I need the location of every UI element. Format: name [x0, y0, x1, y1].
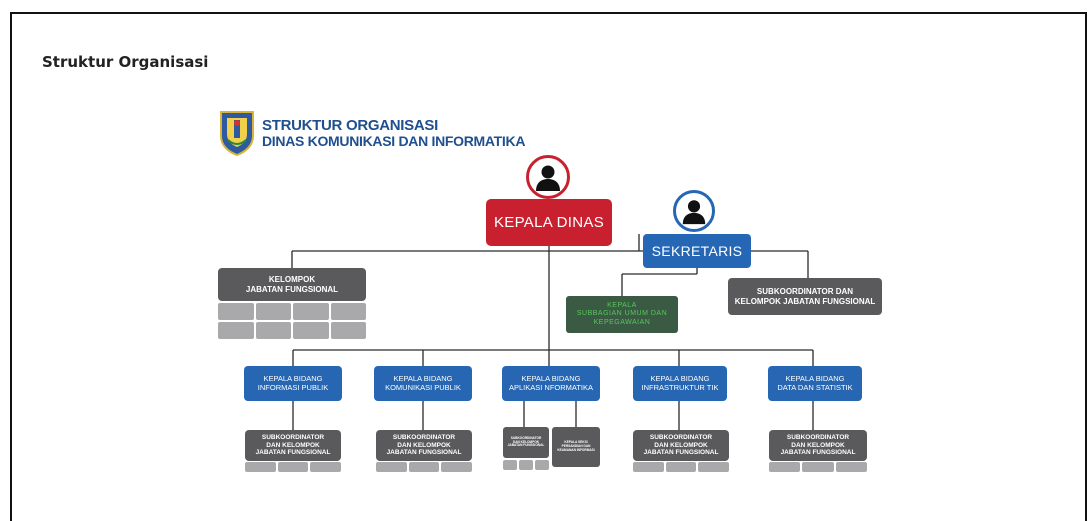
- node-bidang-komunikasi-publik: KEPALA BIDANG KOMUNIKASI PUBLIK: [374, 366, 472, 401]
- node-bidang-infrastruktur-tik: KEPALA BIDANG INFRASTRUKTUR TIK: [633, 366, 727, 401]
- node-kelompok-jabatan-fungsional: KELOMPOK JABATAN FUNGSIONAL: [218, 268, 366, 301]
- chart-header-line1: STRUKTUR ORGANISASI: [262, 117, 438, 134]
- subkoor-aptika-slots: [503, 460, 549, 470]
- east-java-coat-of-arms-icon: [219, 110, 255, 157]
- chart-header-line2: DINAS KOMUNIKASI DAN INFORMATIKA: [262, 133, 526, 149]
- jabfung-slots: [218, 303, 366, 339]
- subkoor-infra-slots: [633, 462, 729, 472]
- node-sekretaris: SEKRETARIS: [643, 234, 751, 268]
- node-subkoordinator-data: SUBKOORDINATOR DAN KELOMPOK JABATAN FUNG…: [769, 430, 867, 461]
- node-kepala-seksi-persandian: KEPALA SEKSI PERSANDIAN DAN KEAMANAN INF…: [552, 427, 600, 467]
- node-kepala-dinas: KEPALA DINAS: [486, 199, 612, 246]
- user-avatar-icon: [526, 155, 570, 199]
- user-avatar-icon: [673, 190, 715, 232]
- node-subkoordinator-aptika: SUBKOORDINATOR DAN KELOMPOK JABATAN FUNG…: [503, 427, 549, 458]
- node-kepala-subbagian-umum: KEPALA SUBBAGIAN UMUM DAN KEPEGAWAIAN: [566, 296, 678, 333]
- node-bidang-informasi-publik: KEPALA BIDANG INFORMASI PUBLIK: [244, 366, 342, 401]
- node-subkoordinator-kp: SUBKOORDINATOR DAN KELOMPOK JABATAN FUNG…: [376, 430, 472, 461]
- node-bidang-data-statistik: KEPALA BIDANG DATA DAN STATISTIK: [768, 366, 862, 401]
- page-title: Struktur Organisasi: [42, 53, 209, 71]
- node-subkoordinator-ikp: SUBKOORDINATOR DAN KELOMPOK JABATAN FUNG…: [245, 430, 341, 461]
- node-bidang-aplikasi-informatika: KEPALA BIDANG APLIKASI NFORMATIKA: [502, 366, 600, 401]
- node-sekretariat-subkoordinator: SUBKOORDINATOR DAN KELOMPOK JABATAN FUNG…: [728, 278, 882, 315]
- subkoor-kp-slots: [376, 462, 472, 472]
- subkoor-ikp-slots: [245, 462, 341, 472]
- subkoor-data-slots: [769, 462, 867, 472]
- node-subkoordinator-infra: SUBKOORDINATOR DAN KELOMPOK JABATAN FUNG…: [633, 430, 729, 461]
